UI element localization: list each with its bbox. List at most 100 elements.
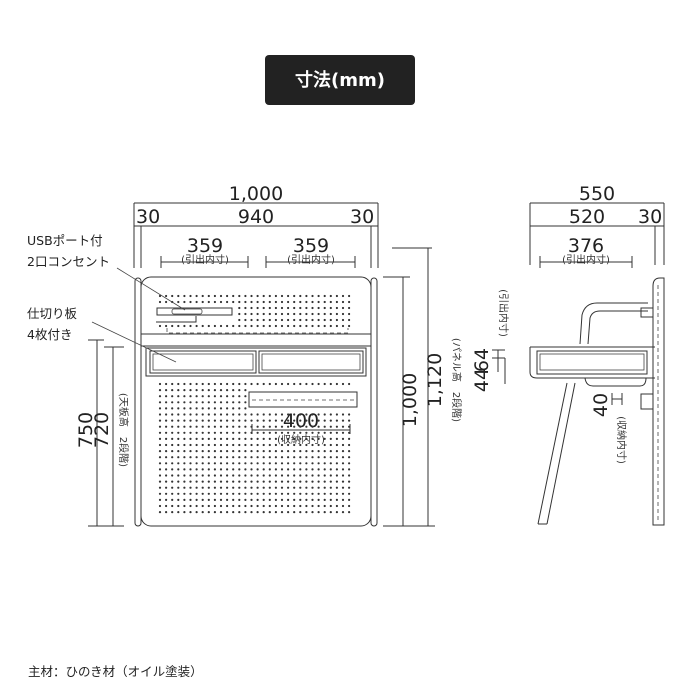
peg-hole	[329, 468, 332, 471]
peg-hole	[226, 443, 229, 447]
peg-hole	[299, 318, 302, 322]
peg-hole	[329, 312, 332, 316]
peg-hole	[219, 401, 223, 404]
peg-hole	[335, 486, 338, 489]
peg-hole	[305, 480, 308, 483]
peg-hole	[250, 474, 253, 477]
peg-hole	[305, 312, 308, 316]
peg-hole	[158, 382, 162, 386]
peg-hole	[250, 294, 253, 298]
peg-hole	[305, 498, 308, 501]
peg-hole	[268, 462, 271, 465]
peg-hole	[299, 382, 302, 386]
peg-hole	[189, 407, 192, 410]
peg-hole	[293, 294, 296, 298]
peg-hole	[280, 431, 284, 434]
peg-hole	[323, 413, 326, 416]
peg-hole	[158, 407, 162, 410]
peg-hole	[287, 486, 290, 489]
peg-hole	[335, 462, 338, 465]
peg-hole	[207, 498, 210, 501]
peg-hole	[311, 425, 314, 428]
peg-hole	[287, 450, 290, 453]
peg-hole	[262, 443, 265, 447]
peg-hole	[262, 468, 265, 471]
peg-hole	[262, 324, 265, 328]
peg-hole	[299, 456, 302, 459]
peg-hole	[317, 300, 320, 304]
peg-hole	[323, 498, 326, 501]
peg-hole	[244, 389, 247, 392]
peg-hole	[219, 504, 223, 508]
peg-hole	[171, 498, 174, 501]
peg-hole	[335, 318, 338, 322]
peg-hole	[213, 504, 216, 508]
peg-hole	[323, 443, 326, 447]
peg-hole	[329, 462, 332, 465]
peg-hole	[329, 486, 332, 489]
peg-hole	[280, 419, 284, 422]
peg-hole	[165, 486, 168, 489]
peg-hole	[219, 443, 223, 447]
peg-hole	[287, 510, 290, 514]
peg-hole	[219, 510, 223, 514]
peg-hole	[323, 492, 326, 495]
front-view: 1,000 30 940 30 359 (引出内寸) 359 (引出内寸)	[27, 183, 463, 527]
peg-hole	[256, 413, 259, 416]
peg-hole	[201, 498, 204, 501]
peg-hole	[268, 425, 271, 428]
peg-hole	[250, 306, 253, 310]
peg-hole	[287, 437, 290, 440]
peg-hole	[335, 324, 338, 328]
peg-hole	[213, 324, 216, 328]
peg-hole	[335, 413, 338, 416]
peg-hole	[213, 425, 216, 428]
peg-hole	[341, 510, 345, 514]
peg-hole	[287, 443, 290, 447]
peg-hole	[195, 407, 198, 410]
peg-hole	[195, 294, 198, 298]
peg-hole	[171, 294, 174, 298]
peg-hole	[232, 300, 235, 304]
peg-hole	[293, 443, 296, 447]
peg-hole	[171, 462, 174, 465]
peg-hole	[213, 294, 216, 298]
peg-hole	[238, 425, 241, 428]
peg-hole	[189, 425, 192, 428]
peg-hole	[317, 419, 320, 422]
peg-hole	[195, 419, 198, 422]
peg-hole	[341, 318, 345, 322]
peg-hole	[158, 419, 162, 422]
peg-hole	[177, 395, 180, 398]
peg-hole	[250, 492, 253, 495]
peg-hole	[158, 431, 162, 434]
peg-hole	[335, 306, 338, 310]
peg-hole	[274, 492, 277, 495]
drawer-right-width-label: 359	[293, 235, 329, 257]
peg-hole	[232, 431, 235, 434]
peg-hole	[213, 419, 216, 422]
callout-usb-line2: 2口コンセント	[27, 254, 110, 269]
peg-hole	[183, 486, 186, 489]
peg-hole	[219, 300, 223, 304]
peg-hole	[201, 492, 204, 495]
peg-hole	[158, 504, 162, 508]
peg-hole	[256, 306, 259, 310]
peg-hole	[323, 382, 326, 386]
peg-hole	[262, 510, 265, 514]
peg-hole	[268, 431, 271, 434]
peg-hole	[195, 431, 198, 434]
peg-hole	[329, 437, 332, 440]
peg-hole	[262, 480, 265, 483]
peg-hole	[262, 474, 265, 477]
peg-hole	[305, 504, 308, 508]
peg-hole	[201, 431, 204, 434]
peg-hole	[250, 413, 253, 416]
peg-hole	[311, 480, 314, 483]
title: 寸法(mm)	[295, 69, 385, 91]
peg-hole	[341, 504, 345, 508]
peg-hole	[348, 382, 351, 386]
peg-hole	[317, 431, 320, 434]
peg-hole	[201, 450, 204, 453]
callout-divider-leader	[91, 321, 177, 363]
